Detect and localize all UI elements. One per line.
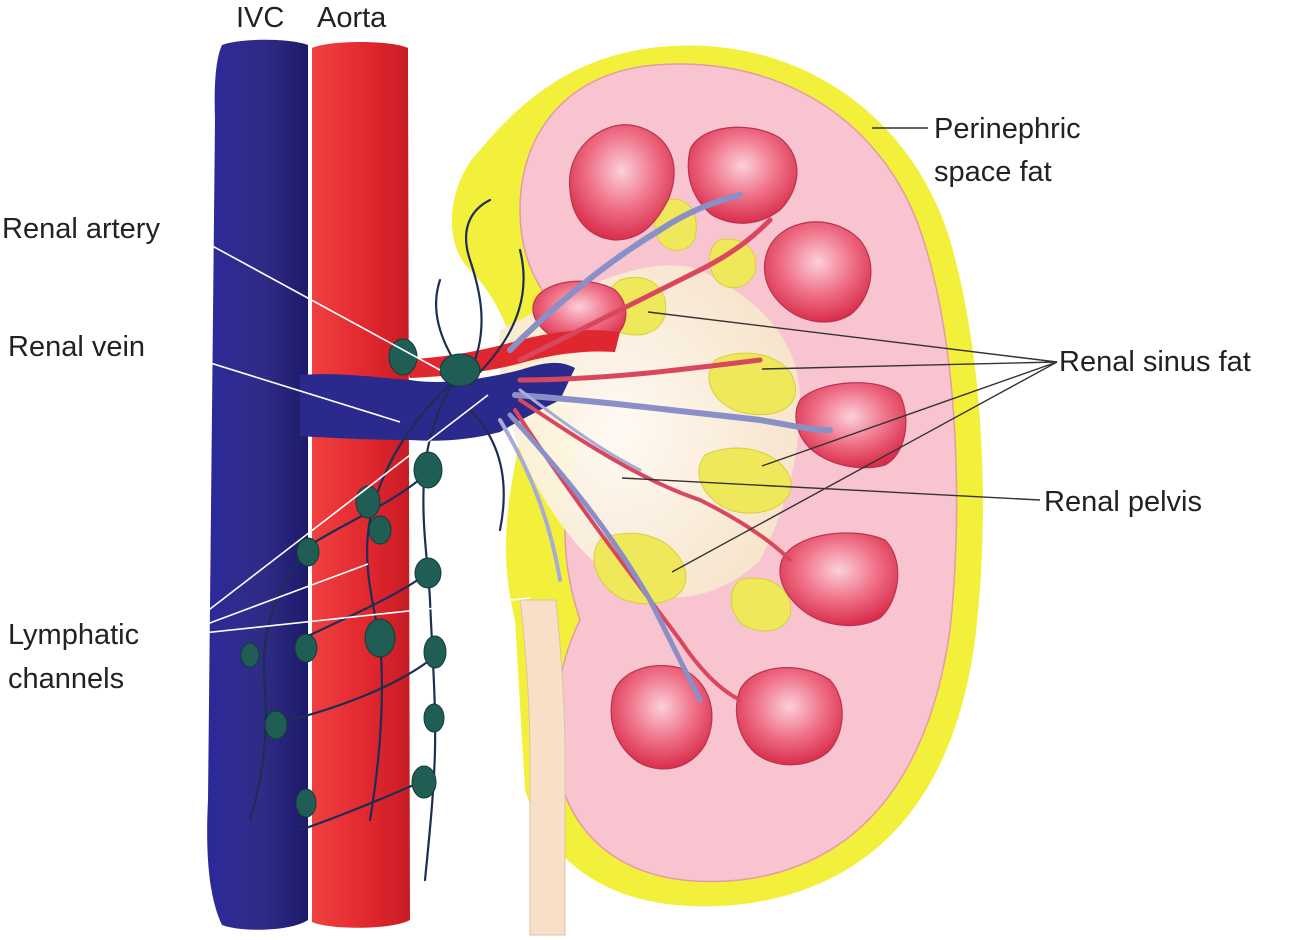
lymph-node [411,765,437,799]
lymph-node [295,788,317,818]
leader-lymph-1 [174,394,489,637]
leader-renal-pelvis [621,477,1041,501]
renal-pyramids [532,124,907,770]
label-renal-pelvis: Renal pelvis [1044,486,1202,518]
lymph-duct [465,198,492,374]
renal-vein-vessel [300,362,575,441]
lymph-node [423,703,445,733]
aorta-vessel [312,42,410,928]
leader-renal-artery [182,229,441,371]
leader-lymph-2 [174,563,369,637]
pyramid-1 [568,124,675,241]
label-lymphatic-line2: channels [8,663,124,695]
vein-branch [507,412,703,703]
lymph-node [368,515,392,545]
lymph-duct [298,778,427,832]
pyramid-6 [610,664,713,770]
vein-branch [507,192,743,353]
vein-branch [498,418,562,582]
leader-sinus-fat-3 [761,361,1058,467]
vein-branch [512,392,833,433]
lymph-node [240,642,260,668]
leader-renal-vein [174,351,401,423]
lymph-duct [422,373,462,882]
leader-sinus-fat-1 [647,311,1058,363]
lymph-node [423,635,447,669]
lymph-nodes [240,338,481,818]
lymph-duct [468,408,505,532]
lymph-node [414,557,442,589]
pyramid-7 [735,667,843,766]
lymph-node [294,633,318,663]
ivc-vessel [207,39,308,930]
label-ivc: IVC [236,2,284,34]
sinus-fat-blob [709,238,757,288]
lymph-duct [478,248,525,374]
artery-branch [517,217,773,363]
lymph-node [264,710,288,740]
lymph-node [364,618,396,658]
sinus-fat-blob [730,577,792,632]
lymph-node [413,451,443,489]
leader-sinus-fat-4 [671,361,1058,573]
lymph-duct [298,573,427,642]
pyramid-4 [795,382,907,469]
artery-branch [518,398,792,562]
label-aorta: Aorta [317,2,387,34]
label-renal-artery: Renal artery [2,213,160,245]
pyramid-3 [763,221,872,323]
lymph-duct [365,378,457,822]
leader-sinus-fat-2 [761,361,1058,370]
vein-branch [518,388,642,472]
artery-branch [517,357,763,383]
leader-lymph-3 [174,597,531,637]
label-perinephric-line1: Perinephric [934,113,1081,145]
lymph-node [296,537,320,567]
label-lymphatic-line1: Lymphatic [8,619,139,651]
label-perinephric-line2: space fat [934,156,1052,188]
lymph-node [355,485,381,519]
leader-lines [174,127,1058,637]
lymph-node [439,353,481,387]
pyramid-5 [779,532,899,627]
lymph-duct [288,658,432,722]
label-renal-sinus-fat: Renal sinus fat [1059,346,1251,378]
label-renal-vein: Renal vein [8,331,145,363]
renal-vessel-branches [498,192,833,703]
labels: IVC Aorta Renal artery Renal vein Lympha… [2,2,1251,695]
ureter [519,599,566,936]
